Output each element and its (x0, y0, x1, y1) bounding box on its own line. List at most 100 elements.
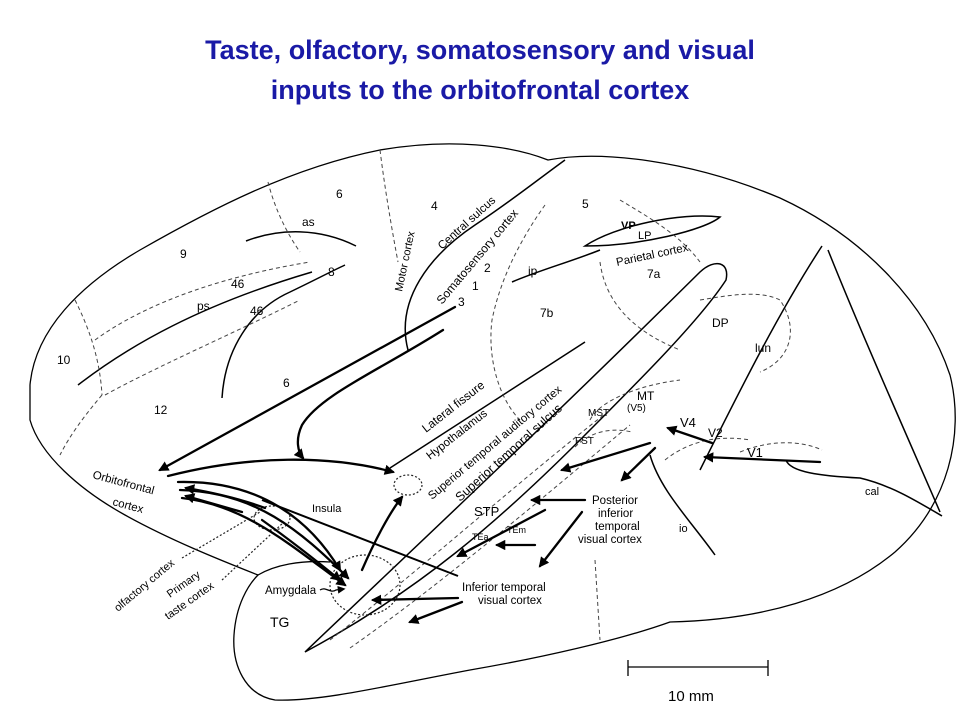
insula-region (253, 505, 291, 531)
taste-pointer (221, 521, 285, 581)
lunate-sulcus (699, 245, 823, 471)
arrow-v1-to-v2 (702, 452, 822, 464)
amygdala-region (329, 554, 401, 616)
arrow-posterior-it-to-tea (456, 508, 547, 558)
label-io: io (679, 523, 688, 535)
boundary-area-12 (59, 394, 103, 456)
label-dp: DP (712, 316, 729, 330)
label-area-9: 9 (180, 247, 187, 261)
label-area-2: 2 (484, 261, 491, 275)
label-lunate-sulcus: lun (755, 341, 771, 355)
label-insula: Insula (312, 503, 342, 515)
arcuate-sulcus-upper (245, 231, 357, 247)
label-area-10: 10 (57, 353, 71, 367)
label-olfactory-cortex: olfactory cortex (112, 557, 177, 614)
label-area-8: 8 (328, 265, 335, 279)
label-area-5: 5 (582, 197, 589, 211)
superior-temporal-sulcus-shape (304, 262, 728, 653)
label-tg: TG (270, 614, 289, 630)
temporal-pole-edge (257, 560, 331, 576)
label-arcuate-sulcus: as (302, 215, 315, 229)
line-inferior-temporal-to-orbitofrontal (261, 499, 459, 577)
sulci (77, 159, 943, 653)
label-posterior-it-3: temporal (595, 521, 640, 533)
label-orbitofrontal: Orbitofrontal (91, 469, 155, 497)
boundary-mt (589, 379, 681, 421)
label-motor-cortex: Motor cortex (393, 230, 418, 293)
arrow-posterior-it-to-inferior-temporal (538, 510, 584, 568)
label-v1: V1 (747, 445, 763, 460)
label-posterior-it-4: visual cortex (578, 534, 642, 546)
arrow-inferior-temporal-to-amygdala (370, 594, 460, 605)
label-v2: V2 (708, 426, 723, 440)
label-posterior-it-1: Posterior (592, 495, 638, 507)
sts-inner-line-1 (329, 409, 611, 641)
label-inferior-temporal-1: Inferior temporal (462, 582, 546, 594)
label-area-4: 4 (431, 199, 438, 213)
label-orbitofrontal-cortex: cortex (111, 496, 145, 516)
boundary-fst (574, 429, 633, 448)
boundary-dp (699, 293, 791, 373)
label-posterior-it-2: inferior (598, 508, 633, 520)
arrow-insula-to-amygdala (260, 518, 342, 582)
label-area-3: 3 (458, 295, 465, 309)
boundary-v1-v2 (739, 442, 823, 453)
scale-bar: 10 mm (627, 660, 769, 705)
occipital-border-line (827, 249, 941, 513)
arrow-orbitofrontal-to-hypothalamus (166, 458, 395, 478)
arrow-amygdala-to-hypothalamus (360, 495, 404, 572)
inferior-occipital-sulcus (649, 454, 716, 556)
boundary-46-lower (104, 299, 301, 396)
arcuate-sulcus-lower (221, 264, 346, 399)
title-line-2: inputs to the orbitofrontal cortex (270, 75, 690, 105)
arrow-somatosensory-to-orbitofrontal (158, 305, 457, 472)
boundary-area-10 (74, 299, 103, 396)
vp-lp-region (582, 215, 722, 247)
label-calcarine: cal (865, 486, 879, 498)
label-lp: LP (638, 230, 651, 242)
arrow-insula-to-orbitofrontal-1 (184, 493, 244, 514)
label-area-7b: 7b (540, 306, 554, 320)
label-v4: V4 (680, 415, 696, 430)
label-stp: STP (474, 504, 499, 519)
central-sulcus (404, 159, 566, 351)
label-inferior-temporal-2: visual cortex (478, 595, 542, 607)
arrow-somatosensory-to-insula (293, 328, 445, 460)
label-tem: TEm (507, 525, 526, 535)
connection-arrows (158, 305, 822, 624)
olfactory-pointer (181, 511, 261, 559)
arrow-v2-to-fst (560, 441, 652, 473)
arrow-insula-to-orbitofrontal-2 (183, 484, 267, 510)
diagram-labels: 6 4 as Central sulcus 5 VP LP Parietal c… (57, 187, 879, 630)
label-intraparietal-sulcus: ip (528, 264, 538, 278)
arrow-v4-to-mt (666, 425, 714, 445)
boundary-6-8 (267, 181, 301, 253)
label-area-46-upper: 46 (231, 277, 245, 291)
label-mst: MST (588, 408, 609, 419)
label-fst: FST (575, 436, 594, 447)
arrow-v2-to-posterior-it (620, 446, 657, 482)
label-area-46-lower: 46 (250, 304, 264, 318)
boundary-7b (619, 199, 701, 263)
principal-sulcus (77, 271, 313, 386)
amygdala-pointer (319, 585, 346, 594)
lateral-fissure-line (389, 341, 586, 469)
intraparietal-sulcus (511, 249, 601, 283)
boundary-somatosensory (490, 204, 546, 421)
label-area-7a: 7a (647, 267, 661, 281)
label-area-6-top: 6 (336, 187, 343, 201)
hypothalamus-region (393, 474, 423, 496)
boundary-7a (599, 261, 681, 351)
boundary-temporal (594, 559, 601, 641)
label-mt: MT (637, 389, 655, 403)
label-area-1: 1 (472, 279, 479, 293)
boundary-6-4 (379, 149, 399, 263)
sts-inner-line-2 (349, 424, 631, 649)
label-parietal-cortex: Parietal cortex (615, 242, 690, 269)
label-area-6-lower: 6 (283, 376, 290, 390)
scale-bar-label: 10 mm (668, 688, 714, 705)
label-tea: TEa (472, 532, 489, 542)
slide-title: Taste, olfactory, somatosensory and visu… (0, 30, 960, 110)
